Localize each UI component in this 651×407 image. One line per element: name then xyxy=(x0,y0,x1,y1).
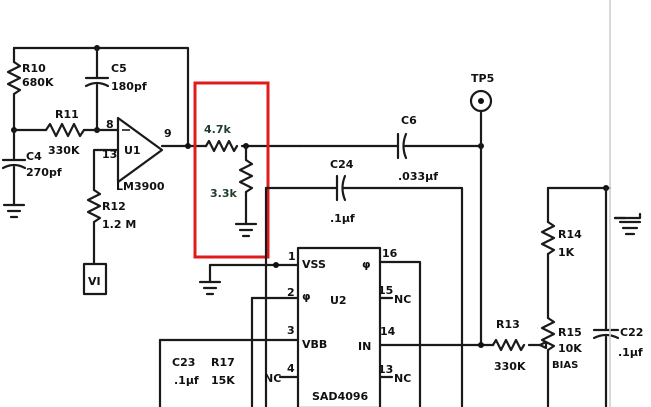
u2-pin4-label: NC xyxy=(264,372,281,385)
u2-pin14-label: IN xyxy=(358,340,371,353)
c24-name: C24 xyxy=(330,158,354,171)
r15-note: BIAS xyxy=(552,360,578,371)
r12-value: 1.2 M xyxy=(102,218,136,231)
u1-part: LM3900 xyxy=(116,180,165,193)
u2-part: SAD4096 xyxy=(312,390,369,403)
u2-pin1-num: 1 xyxy=(288,250,296,263)
r10-name: R10 xyxy=(22,62,46,75)
r11-resistor xyxy=(12,122,120,138)
u2-pin16-num: 16 xyxy=(382,247,398,260)
r15-name: R15 xyxy=(558,326,582,339)
tp5-label: TP5 xyxy=(471,72,494,85)
r15-value: 10K xyxy=(558,342,582,355)
c4-name: C4 xyxy=(26,150,42,163)
u2-right-wiring xyxy=(378,260,495,407)
u2-name: U2 xyxy=(330,294,347,307)
r14-r15-network xyxy=(538,185,642,407)
c22-value: .1µf xyxy=(618,346,643,359)
divider-r-top: 4.7k xyxy=(204,123,231,136)
c5-value: 180pf xyxy=(111,80,147,93)
r14-value: 1K xyxy=(558,246,575,259)
c23-name: C23 xyxy=(172,356,195,369)
c4-capacitor xyxy=(1,128,27,219)
divider-r-bottom: 3.3k xyxy=(210,187,237,200)
u1-pin8: 8 xyxy=(106,118,114,131)
r17-value: 15K xyxy=(211,374,235,387)
c6-name: C6 xyxy=(401,114,417,127)
r10-value: 680K xyxy=(22,76,54,89)
u1-pin13: 13 xyxy=(102,148,117,161)
r11-value: 330K xyxy=(48,144,80,157)
r17-name: R17 xyxy=(211,356,235,369)
r12-name: R12 xyxy=(102,200,126,213)
c4-value: 270pf xyxy=(26,166,62,179)
feedback-wiring xyxy=(6,45,190,148)
u2-pin2-label: φ xyxy=(302,290,311,303)
u2-pin1-label: VSS xyxy=(302,258,326,271)
c6-value: .033µf xyxy=(398,170,438,183)
u2-left-wiring xyxy=(158,262,300,407)
u1-name: U1 xyxy=(124,144,141,157)
u1-opamp xyxy=(102,116,192,184)
u2-pin14-num: 14 xyxy=(380,325,396,338)
u2-pin3-num: 3 xyxy=(287,324,295,337)
u2-pin15-label: NC xyxy=(394,293,411,306)
u2-chip xyxy=(296,246,382,407)
tp5-testpoint xyxy=(469,89,493,347)
highlight-box xyxy=(193,81,270,259)
c5-name: C5 xyxy=(111,62,127,75)
u1-pin9: 9 xyxy=(164,127,172,140)
c24-capacitor xyxy=(264,174,464,407)
u2-pin3-label: VBB xyxy=(302,338,327,351)
r11-name: R11 xyxy=(55,108,79,121)
c24-value: .1µf xyxy=(330,212,355,225)
u2-pin15-num: 15 xyxy=(378,284,393,297)
r14-name: R14 xyxy=(558,228,582,241)
voltage-divider xyxy=(188,139,302,238)
u2-pin16-label: φ xyxy=(362,258,371,271)
r13-name: R13 xyxy=(496,318,520,331)
r13-value: 330K xyxy=(494,360,526,373)
c23-value: .1µf xyxy=(174,374,199,387)
r13-resistor xyxy=(478,338,542,352)
u2-pin13-num: 13 xyxy=(378,363,393,376)
c6-capacitor xyxy=(298,132,484,160)
r12-resistor xyxy=(82,148,108,296)
u2-pin13-label: NC xyxy=(394,372,411,385)
c22-name: C22 xyxy=(620,326,643,339)
u2-pin4-num: 4 xyxy=(287,362,295,375)
vi-label: VI xyxy=(88,275,101,288)
u2-pin2-num: 2 xyxy=(287,286,295,299)
